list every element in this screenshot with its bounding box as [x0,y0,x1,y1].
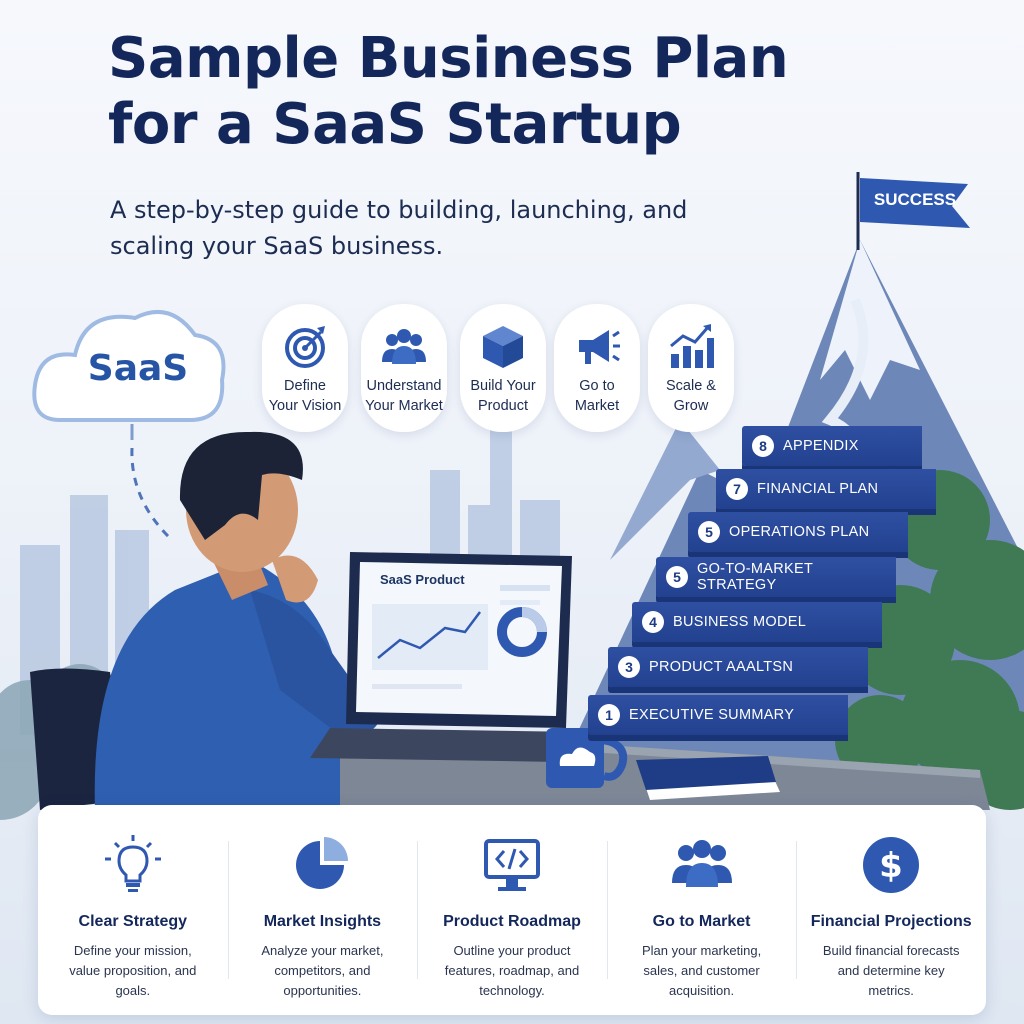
stair-step-business-model[interactable]: 4 BUSINESS MODEL [632,602,882,642]
lightbulb-icon [104,835,161,892]
stair-step-financial-plan[interactable]: 7 FINANCIAL PLAN [716,469,936,509]
stair-label: GO-TO-MARKET STRATEGY [697,561,813,593]
feature-description: Define your mission, value proposition, … [69,943,197,998]
feature-clear-strategy: Clear Strategy Define your mission, valu… [38,805,228,1015]
laptop [310,552,580,762]
svg-text:$: $ [879,846,903,886]
feature-title: Financial Projections [810,913,972,930]
team-icon [671,840,732,887]
feature-title: Go to Market [652,913,751,930]
step-label: Define Your Vision [268,378,342,414]
people-icon [382,329,426,364]
stair-number: 7 [726,478,748,500]
feature-description: Build financial forecasts and determine … [822,943,960,998]
stair-number: 5 [698,521,720,543]
step-card-define-vision[interactable]: Define Your Vision [262,304,348,432]
step-card-go-to-market[interactable]: Go to Market [554,304,640,432]
step-card-scale-grow[interactable]: Scale & Grow [648,304,734,432]
feature-market-insights: Market Insights Analyze your market, com… [227,805,418,1015]
flag-label: SUCCESS [873,190,957,209]
feature-title: Clear Strategy [78,913,188,930]
feature-title: Product Roadmap [443,913,581,930]
stair-step-product[interactable]: 3 PRODUCT AAALTSN [608,647,868,687]
feature-description: Outline your product features, roadmap, … [444,943,580,998]
feature-product-roadmap: Product Roadmap Outline your product fea… [417,805,607,1015]
stair-label: FINANCIAL PLAN [757,481,879,497]
laptop-screen-title: SaaS Product [380,572,465,587]
feature-financial-projections: $ Financial Projections Build financial … [796,805,986,1015]
page-subtitle: A step-by-step guide to building, launch… [110,196,688,260]
step-label: Go to Market [574,378,620,414]
stair-label: EXECUTIVE SUMMARY [629,707,795,723]
cloud-label: SaaS [87,348,189,389]
feature-title: Market Insights [263,913,382,930]
page-title: Sample Business Plan for a SaaS Startup [108,26,789,157]
step-label: Understand Your Market [365,378,443,414]
saas-cloud [32,309,226,542]
dollar-icon: $ [863,837,920,893]
stair-number: 5 [666,566,688,588]
code-monitor-icon [483,839,540,891]
stair-number: 3 [618,656,640,678]
stair-step-appendix[interactable]: 8 APPENDIX [742,426,922,466]
stair-label: PRODUCT AAALTSN [649,659,794,675]
step-card-build-product[interactable]: Build Your Product [460,304,546,432]
stair-step-executive-summary[interactable]: 1 EXECUTIVE SUMMARY [588,695,848,735]
stair-step-go-to-market-strategy[interactable]: 5 GO-TO-MARKET STRATEGY [656,557,896,597]
target-icon [285,326,325,368]
stair-label: BUSINESS MODEL [673,614,807,630]
growth-chart-icon [670,324,714,368]
step-card-understand-market[interactable]: Understand Your Market [361,304,447,432]
step-label: Scale & Grow [666,378,716,414]
stair-label: OPERATIONS PLAN [729,524,870,540]
pie-chart-icon [296,837,349,889]
feature-description: Analyze your market, competitors, and op… [261,943,384,998]
stair-number: 4 [642,611,664,633]
success-flag [856,172,970,250]
box-icon [483,326,523,368]
megaphone-icon [579,330,620,364]
stair-label: APPENDIX [783,438,859,454]
features-panel: Clear Strategy Define your mission, valu… [38,805,986,1015]
stair-number: 8 [752,435,774,457]
notebook [636,756,780,800]
stair-step-operations-plan[interactable]: 5 OPERATIONS PLAN [688,512,908,552]
mug [546,728,628,788]
step-label: Build Your Product [470,378,536,414]
stair-number: 1 [598,704,620,726]
feature-go-to-market: Go to Market Plan your marketing, sales,… [606,805,797,1015]
feature-description: Plan your marketing, sales, and customer… [641,943,762,998]
